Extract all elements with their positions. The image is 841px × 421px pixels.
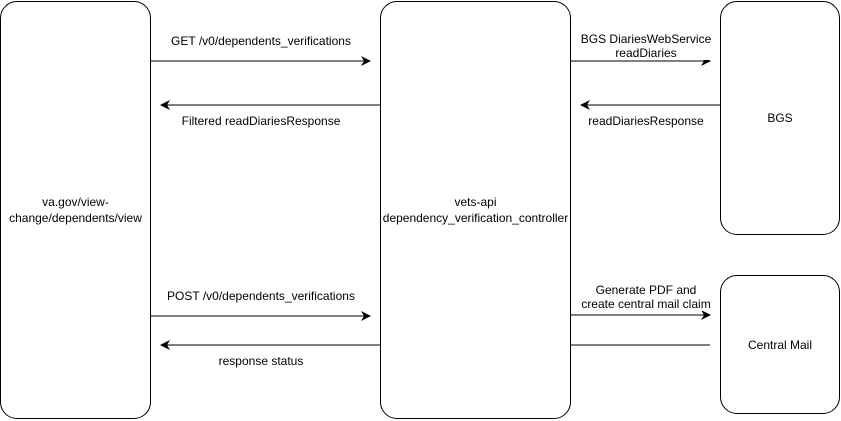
web-app-node: va.gov/view- change/dependents/view — [0, 1, 151, 419]
get-request-label-line-1: GET /v0/dependents_verifications — [171, 34, 351, 48]
filtered-response-label-line-1: Filtered readDiariesResponse — [181, 114, 341, 128]
central-mail-call-label: Generate PDF and create central mail cla… — [581, 283, 711, 311]
central-mail-node: Central Mail — [720, 275, 840, 414]
web-app-label-line-1: va.gov/view- — [42, 195, 109, 209]
bgs-node: BGS — [720, 1, 840, 235]
vets-api-label-line-1: vets-api — [454, 195, 497, 209]
post-request-label-line-1: POST /v0/dependents_verifications — [167, 289, 355, 303]
central-mail-call-label-line-1: Generate PDF and — [595, 283, 697, 297]
get-request-label: GET /v0/dependents_verifications — [171, 34, 351, 48]
bgs-response-label-line-1: readDiariesResponse — [588, 114, 704, 128]
bgs-response-label: readDiariesResponse — [588, 114, 704, 128]
bgs-label: BGS — [767, 111, 793, 125]
central-mail-call-label-line-2: create central mail claim — [581, 297, 711, 311]
vets-api-label-line-2: dependency_verification_controller — [382, 211, 569, 225]
bgs-call-label: BGS DiariesWebService readDiaries — [580, 32, 712, 60]
response-status-label-line-1: response status — [218, 354, 304, 368]
bgs-call-label-line-1: BGS DiariesWebService — [580, 32, 712, 46]
central-mail-label: Central Mail — [747, 337, 813, 352]
response-status-label: response status — [218, 354, 304, 368]
post-request-label: POST /v0/dependents_verifications — [167, 289, 355, 303]
filtered-response-label: Filtered readDiariesResponse — [181, 114, 341, 128]
bgs-call-label-line-2: readDiaries — [615, 46, 677, 60]
web-app-label-line-2: change/dependents/view — [9, 211, 142, 225]
vets-api-node: vets-api dependency_verification_control… — [380, 1, 571, 419]
